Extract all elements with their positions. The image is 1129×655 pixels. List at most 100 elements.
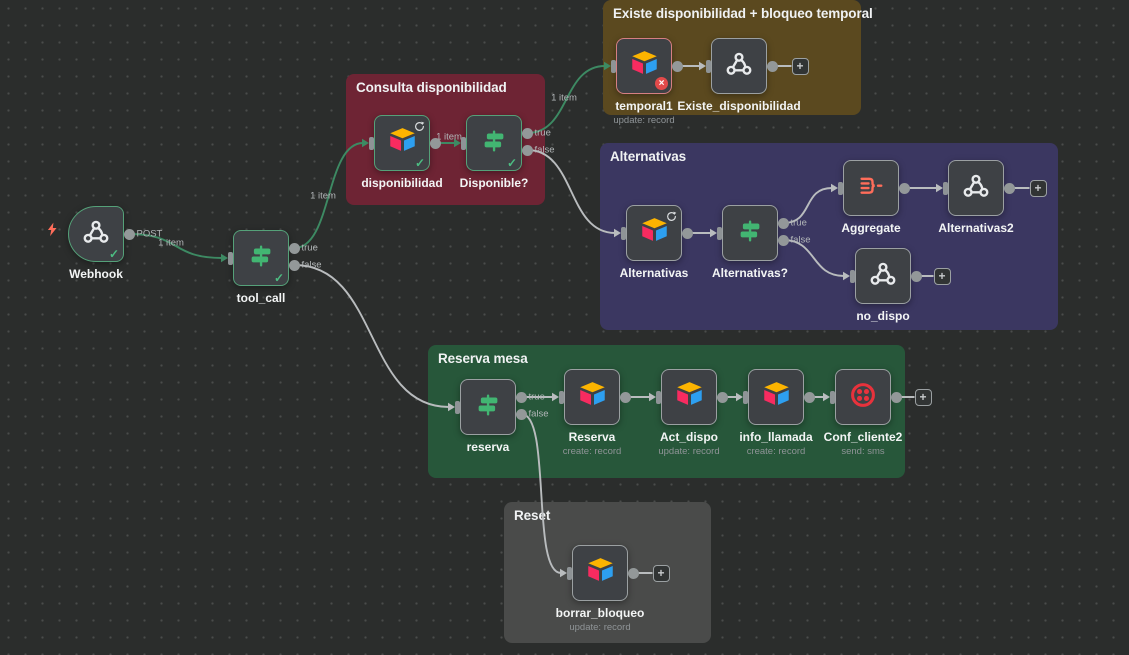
output-connector[interactable]: [124, 228, 135, 240]
success-check-icon: ✓: [108, 247, 119, 261]
edge-alternativas_if-to-aggregate[interactable]: [783, 187, 833, 224]
add-node-button[interactable]: +: [914, 388, 932, 406]
output-connector[interactable]: [717, 391, 728, 403]
output-port-label: POST: [136, 228, 163, 240]
edge-reserva_if-to-borrar_bloqueo[interactable]: [521, 413, 562, 574]
add-node-button[interactable]: +: [652, 564, 670, 582]
output-connector[interactable]: [778, 234, 789, 246]
sync-icon: [414, 119, 425, 137]
edge-arrowhead: [699, 61, 706, 71]
if-icon: [479, 126, 509, 161]
add-node-button[interactable]: +: [1029, 179, 1047, 197]
output-port-label: false: [528, 408, 549, 420]
output-connector[interactable]: [289, 259, 300, 271]
node-alternativas_tbl[interactable]: [626, 205, 682, 261]
output-connector[interactable]: [522, 144, 533, 156]
node-info_llamada[interactable]: [748, 369, 804, 425]
input-connector[interactable]: [620, 226, 626, 240]
input-connector[interactable]: [849, 269, 855, 283]
output-connector[interactable]: [891, 391, 902, 403]
edge-disponible-to-alternativas_tbl[interactable]: [527, 149, 616, 234]
input-connector[interactable]: [837, 181, 843, 195]
add-node-button[interactable]: +: [933, 267, 951, 285]
input-connector[interactable]: [368, 136, 374, 150]
webhook-icon: [868, 259, 898, 294]
node-conf_cliente2[interactable]: [835, 369, 891, 425]
input-connector[interactable]: [829, 390, 835, 404]
aggregate-icon: [856, 171, 886, 206]
edge-tool_call-to-disponibilidad[interactable]: [294, 142, 364, 249]
output-port-label: true: [301, 242, 318, 254]
add-node-button[interactable]: +: [791, 57, 809, 75]
input-connector[interactable]: [566, 566, 572, 580]
output-connector[interactable]: [516, 391, 527, 403]
output-connector[interactable]: [1004, 182, 1015, 194]
input-connector[interactable]: [460, 136, 466, 150]
input-connector[interactable]: [655, 390, 661, 404]
input-connector[interactable]: [742, 390, 748, 404]
edge-webhook-to-tool_call[interactable]: [129, 233, 223, 259]
node-webhook[interactable]: ✓: [68, 206, 124, 262]
airtable-icon: [628, 47, 661, 85]
edge-arrowhead: [221, 253, 228, 263]
input-connector[interactable]: [610, 59, 616, 73]
node-label: tool_call: [236, 291, 286, 305]
node-label: Aggregate: [841, 221, 901, 235]
output-connector[interactable]: [430, 137, 441, 149]
output-connector[interactable]: [628, 567, 639, 579]
node-subtitle: send: sms: [841, 446, 885, 457]
node-existe_disponibilidad[interactable]: [711, 38, 767, 94]
node-act_dispo[interactable]: [661, 369, 717, 425]
node-temporal1[interactable]: ×: [616, 38, 672, 94]
output-connector[interactable]: [672, 60, 683, 72]
output-connector[interactable]: [289, 242, 300, 254]
edge-arrowhead: [831, 183, 838, 193]
node-alternativas_if[interactable]: [722, 205, 778, 261]
edge-items-label: 1 item: [310, 190, 336, 202]
output-connector[interactable]: [522, 127, 533, 139]
edge-tool_call-to-reserva_if[interactable]: [294, 264, 450, 408]
success-check-icon: ✓: [506, 156, 517, 170]
output-connector[interactable]: [682, 227, 693, 239]
output-connector[interactable]: [516, 408, 527, 420]
input-connector[interactable]: [716, 226, 722, 240]
success-check-icon: ✓: [273, 271, 284, 285]
edge-alternativas_if-to-no_dispo[interactable]: [783, 239, 845, 277]
output-connector[interactable]: [911, 270, 922, 282]
input-connector[interactable]: [454, 400, 460, 414]
edge-disponible-to-temporal1[interactable]: [527, 65, 606, 134]
input-connector[interactable]: [227, 251, 233, 265]
node-label: Alternativas: [619, 266, 689, 280]
input-connector[interactable]: [942, 181, 948, 195]
node-subtitle: create: record: [746, 446, 806, 457]
node-disponible[interactable]: ✓: [466, 115, 522, 171]
node-borrar_bloqueo[interactable]: [572, 545, 628, 601]
group-title: Existe disponibilidad + bloqueo temporal: [613, 6, 873, 21]
input-connector[interactable]: [705, 59, 711, 73]
node-tool_call[interactable]: ✓: [233, 230, 289, 286]
airtable-icon: [576, 378, 609, 416]
edge-arrowhead: [560, 568, 567, 578]
airtable-icon: [584, 554, 617, 592]
node-no_dispo[interactable]: [855, 248, 911, 304]
node-disponibilidad[interactable]: ✓: [374, 115, 430, 171]
node-label: reserva: [466, 440, 510, 454]
input-connector[interactable]: [558, 390, 564, 404]
output-connector[interactable]: [767, 60, 778, 72]
edge-arrowhead: [823, 392, 830, 402]
node-reserva_if[interactable]: [460, 379, 516, 435]
output-connector[interactable]: [899, 182, 910, 194]
group-title: Reserva mesa: [438, 351, 528, 366]
if-icon: [246, 241, 276, 276]
output-connector[interactable]: [620, 391, 631, 403]
node-label: temporal1: [615, 99, 673, 113]
output-connector[interactable]: [778, 217, 789, 229]
error-badge-icon: ×: [655, 77, 668, 90]
output-port-label: false: [534, 144, 555, 156]
webhook-icon: [81, 217, 111, 252]
node-reserva_tbl[interactable]: [564, 369, 620, 425]
output-connector[interactable]: [804, 391, 815, 403]
node-aggregate[interactable]: [843, 160, 899, 216]
node-alternativas2[interactable]: [948, 160, 1004, 216]
